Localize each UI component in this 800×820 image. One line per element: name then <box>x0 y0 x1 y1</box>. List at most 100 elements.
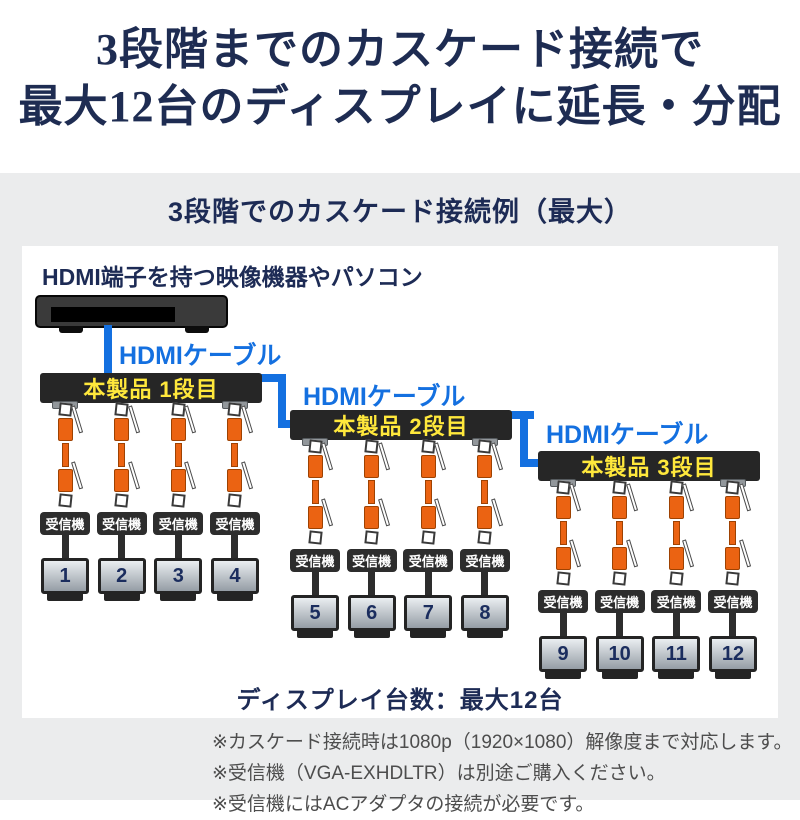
hdmi-cable-label-1: HDMIケーブル <box>119 342 282 370</box>
cable-connector-bottom-icon <box>57 493 73 508</box>
receiver-monitor-stem <box>118 535 126 558</box>
connector-latch-icon <box>491 442 504 471</box>
cable-boot <box>612 496 628 519</box>
lan-cable <box>345 439 399 545</box>
connector-latch-icon <box>682 539 695 568</box>
footnote-2: ※受信機（VGA-EXHDLTR）は別途ご購入ください。 <box>212 763 666 784</box>
cable-connector-bottom-icon <box>477 530 493 545</box>
connector-latch-icon <box>377 442 390 471</box>
receiver-monitor-stem <box>174 535 182 558</box>
monitor-stand <box>714 672 751 679</box>
monitor-stand <box>160 594 197 601</box>
hdmi-cable-elbow-2 <box>520 459 546 467</box>
monitor-stand <box>545 672 581 679</box>
cable-boot <box>114 418 130 441</box>
receiver-label: 受信機 <box>346 549 397 572</box>
receiver-monitor-stem <box>481 572 489 595</box>
player-foot-left <box>59 326 83 333</box>
connector-latch-icon <box>71 461 84 490</box>
display-monitor: 1 <box>41 558 89 594</box>
lan-cable <box>536 480 590 586</box>
receiver-monitor-stem <box>368 572 376 595</box>
unit-bar-stage-1: 本製品 1段目 <box>40 373 262 403</box>
display-monitor: 12 <box>708 636 757 672</box>
cable-boot <box>57 469 73 492</box>
cable-wire <box>424 480 432 504</box>
monitor-stand <box>103 594 140 601</box>
display-number: 10 <box>608 642 631 665</box>
connector-latch-icon <box>241 405 254 434</box>
monitor-stand <box>658 672 695 679</box>
cable-boot <box>307 506 323 529</box>
cable-wire <box>118 443 126 467</box>
lan-cable <box>38 402 92 508</box>
display-number: 2 <box>116 564 128 587</box>
receiver-monitor-stem <box>311 572 319 595</box>
receiver-monitor-stem <box>231 535 239 558</box>
receiver-label: 受信機 <box>594 590 645 613</box>
disc-slot <box>51 307 175 322</box>
cable-connector-top-icon <box>555 480 571 495</box>
connector-latch-icon <box>127 405 140 434</box>
display-number: 7 <box>422 601 434 624</box>
cable-connector-top-icon <box>227 402 243 417</box>
connector-latch-icon <box>184 405 197 434</box>
player-foot-right <box>185 326 209 333</box>
cable-connector-bottom-icon <box>364 530 379 545</box>
monitor-stand <box>297 631 333 638</box>
cable-boot <box>307 455 323 478</box>
monitor-stand <box>353 631 390 638</box>
cable-connector-top-icon <box>364 439 379 454</box>
hdmi-cable-label-2: HDMIケーブル <box>303 383 466 411</box>
receiver-monitor-stem <box>672 613 680 636</box>
display-branch: 受信機 5 <box>288 439 342 638</box>
receiver-monitor-stem <box>729 613 737 636</box>
unit-bar-stage-2: 本製品 2段目 <box>290 410 512 440</box>
monitor-stand <box>466 631 503 638</box>
cable-connector-bottom-icon <box>307 530 323 545</box>
cable-wire <box>481 480 489 504</box>
connector-latch-icon <box>739 483 752 512</box>
hdmi-cable-elbow-1 <box>278 374 286 428</box>
cable-boot <box>555 496 571 519</box>
display-number: 5 <box>309 601 321 624</box>
monitor-stand <box>410 631 447 638</box>
cable-boot <box>227 469 243 492</box>
hdmi-cable-elbow-2 <box>520 411 528 467</box>
display-branch: 受信機 2 <box>95 402 149 601</box>
connector-latch-icon <box>625 483 638 512</box>
display-branch: 受信機 7 <box>401 439 455 638</box>
cable-connector-bottom-icon <box>171 493 186 508</box>
lan-cable <box>458 439 512 545</box>
receiver-monitor-stem <box>616 613 624 636</box>
cable-connector-top-icon <box>725 480 741 495</box>
cable-wire <box>174 443 182 467</box>
receiver-label: 受信機 <box>96 512 147 535</box>
display-monitor: 3 <box>154 558 203 594</box>
receiver-label: 受信機 <box>153 512 204 535</box>
cable-wire <box>311 480 319 504</box>
lan-cable <box>593 480 647 586</box>
cable-boot <box>227 418 243 441</box>
receiver-label: 受信機 <box>403 549 454 572</box>
receiver-label: 受信機 <box>40 512 90 535</box>
cable-boot <box>668 496 684 519</box>
cable-connector-top-icon <box>421 439 436 454</box>
lan-cable <box>401 439 455 545</box>
connector-latch-icon <box>569 539 582 568</box>
receiver-label: 受信機 <box>290 549 340 572</box>
cable-boot <box>170 469 186 492</box>
display-monitor: 11 <box>652 636 701 672</box>
display-number: 4 <box>229 564 241 587</box>
display-monitor: 7 <box>404 595 453 631</box>
hdmi-cable-line-1 <box>104 325 112 375</box>
cable-boot <box>170 418 186 441</box>
receiver-label: 受信機 <box>538 590 588 613</box>
source-device-label: HDMI端子を持つ映像機器やパソコン <box>42 264 423 290</box>
display-total-label: ディスプレイ台数：最大12台 <box>236 687 564 714</box>
cable-boot <box>420 506 436 529</box>
